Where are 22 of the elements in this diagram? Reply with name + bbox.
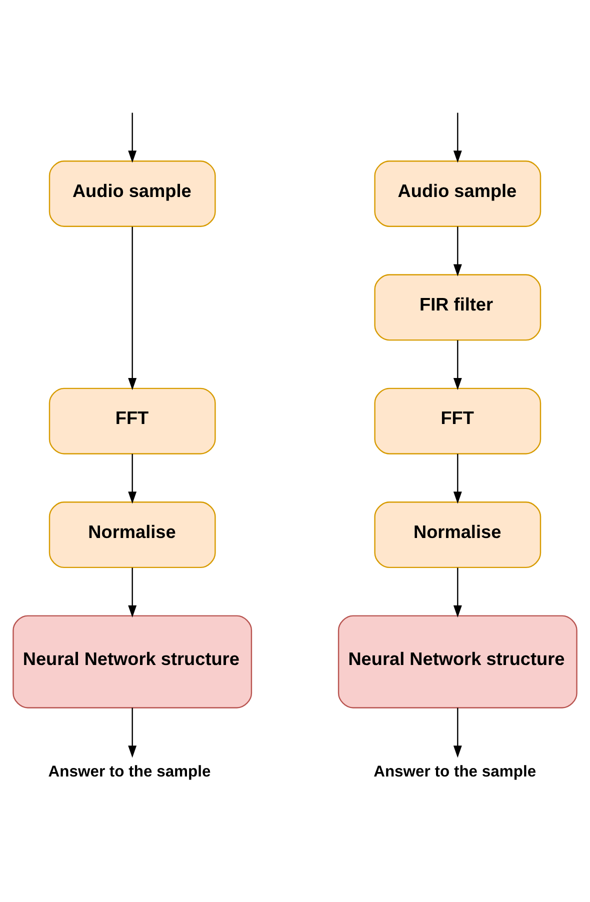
node-box: FFT [374,387,542,454]
node-box: FFT [48,387,216,454]
node-box: Audio sample [374,160,542,226]
arrow [128,567,137,618]
arrow [453,453,462,504]
arrow [453,340,462,390]
arrow [453,112,462,162]
node-text: Answer to the sample [374,763,536,780]
arrow [453,707,462,758]
arrow [128,112,137,162]
node-box: Normalise [48,501,216,568]
node-box: Audio sample [48,160,216,226]
node-box: Neural Network structure [338,614,578,708]
arrow [453,567,462,618]
arrow [128,453,137,504]
node-box: FIR filter [374,274,542,340]
arrow [453,226,462,276]
node-text: Answer to the sample [48,763,211,780]
node-box: Normalise [374,501,542,568]
arrow [128,226,137,390]
node-box: Neural Network structure [12,614,252,708]
arrow [128,707,137,758]
